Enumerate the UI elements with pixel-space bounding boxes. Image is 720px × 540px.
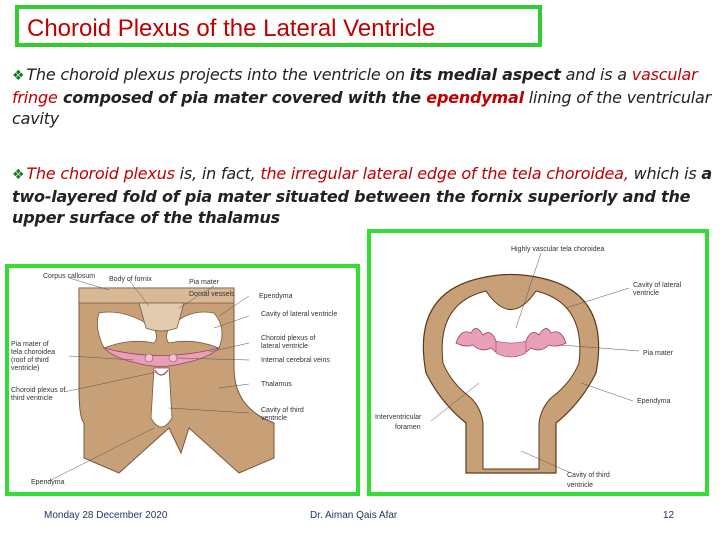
fornix: [138, 302, 185, 332]
label-choroid-lat-b: lateral ventricle: [261, 343, 308, 350]
label-choroid-lat-a: Choroid plexus of: [261, 335, 316, 342]
label-choroid-third-b: third ventricle: [11, 395, 53, 402]
label-dorsal-vessels: Dorsal vessels: [189, 291, 235, 298]
leader-lines: [48, 277, 250, 482]
label-ependyma-bottom: Ependyma: [31, 479, 65, 486]
footer-date: Monday 28 December 2020: [44, 510, 168, 521]
leader-lines: [430, 252, 640, 474]
label-choroid-third-a: Choroid plexus of: [11, 387, 66, 394]
label-body-of-fornix: Body of fornix: [109, 276, 152, 283]
ventricular-cavity: [441, 290, 581, 470]
label-cavity-lateral: Cavity of lateral ventricle: [261, 311, 337, 318]
footer-author: Dr. Aiman Qais Afar: [310, 510, 398, 521]
paragraph-medial-aspect: ❖The choroid plexus projects into the ve…: [12, 65, 712, 128]
label-ependyma: Ependyma: [637, 398, 671, 405]
label-pia-tela-c: (roof of third: [11, 357, 49, 364]
choroid-plexus: [455, 328, 567, 357]
third-ventricle-plexus: [154, 369, 169, 376]
label-cavity-third-a: Cavity of third: [567, 472, 610, 479]
third-ventricle: [150, 367, 173, 428]
label-pia-mater: Pia mater: [189, 279, 220, 286]
page-number: 12: [663, 510, 675, 521]
label-cavity-third-a: Cavity of third: [261, 407, 304, 414]
left-diagram-frame: Corpus callosum Body of fornix Pia mater…: [5, 264, 360, 496]
label-vascular-tela: Highly vascular tela choroidea: [511, 246, 604, 253]
tela-choroidea: [102, 347, 221, 367]
label-internal-veins: Internal cerebral veins: [261, 357, 330, 364]
label-cavity-third-b: ventricle: [261, 415, 287, 422]
label-cavity-lateral-b: ventricle: [633, 290, 659, 297]
label-pia-tela-b: tela choroidea: [11, 349, 55, 356]
tela-bridge: [495, 340, 527, 358]
label-cavity-third-b: ventricle: [567, 482, 593, 489]
right-lateral-ventricle: [166, 311, 223, 349]
internal-cerebral-vein: [144, 353, 154, 363]
label-pia-tela-d: ventricle): [11, 365, 39, 372]
slide-title: Choroid Plexus of the Lateral Ventricle: [27, 15, 436, 42]
right-diagram-frame: Highly vascular tela choroidea Cavity of…: [367, 229, 709, 496]
diamond-bullet-icon: ❖: [12, 167, 25, 183]
label-interventricular-b: foramen: [395, 424, 421, 431]
internal-cerebral-vein: [168, 353, 178, 363]
corpus-callosum: [78, 287, 235, 304]
label-pia-mater: Pia mater: [643, 350, 674, 357]
label-ependyma-top: Ependyma: [259, 293, 293, 300]
label-interventricular-a: Interventricular: [375, 414, 422, 421]
ventricle-section-diagram: Highly vascular tela choroidea Cavity of…: [375, 246, 682, 489]
diamond-bullet-icon: ❖: [12, 68, 25, 84]
paragraph-tela-choroidea: ❖The choroid plexus is, in fact, the irr…: [12, 164, 712, 227]
left-lateral-ventricle: [96, 311, 157, 349]
title-frame: Choroid Plexus of the Lateral Ventricle: [15, 5, 542, 47]
choroid-section-diagram: Corpus callosum Body of fornix Pia mater…: [11, 273, 337, 486]
label-thalamus: Thalamus: [261, 381, 292, 388]
label-corpus-callosum: Corpus callosum: [43, 273, 95, 280]
label-cavity-lateral-a: Cavity of lateral: [633, 282, 682, 289]
label-pia-tela-a: Pia mater of: [11, 341, 49, 348]
